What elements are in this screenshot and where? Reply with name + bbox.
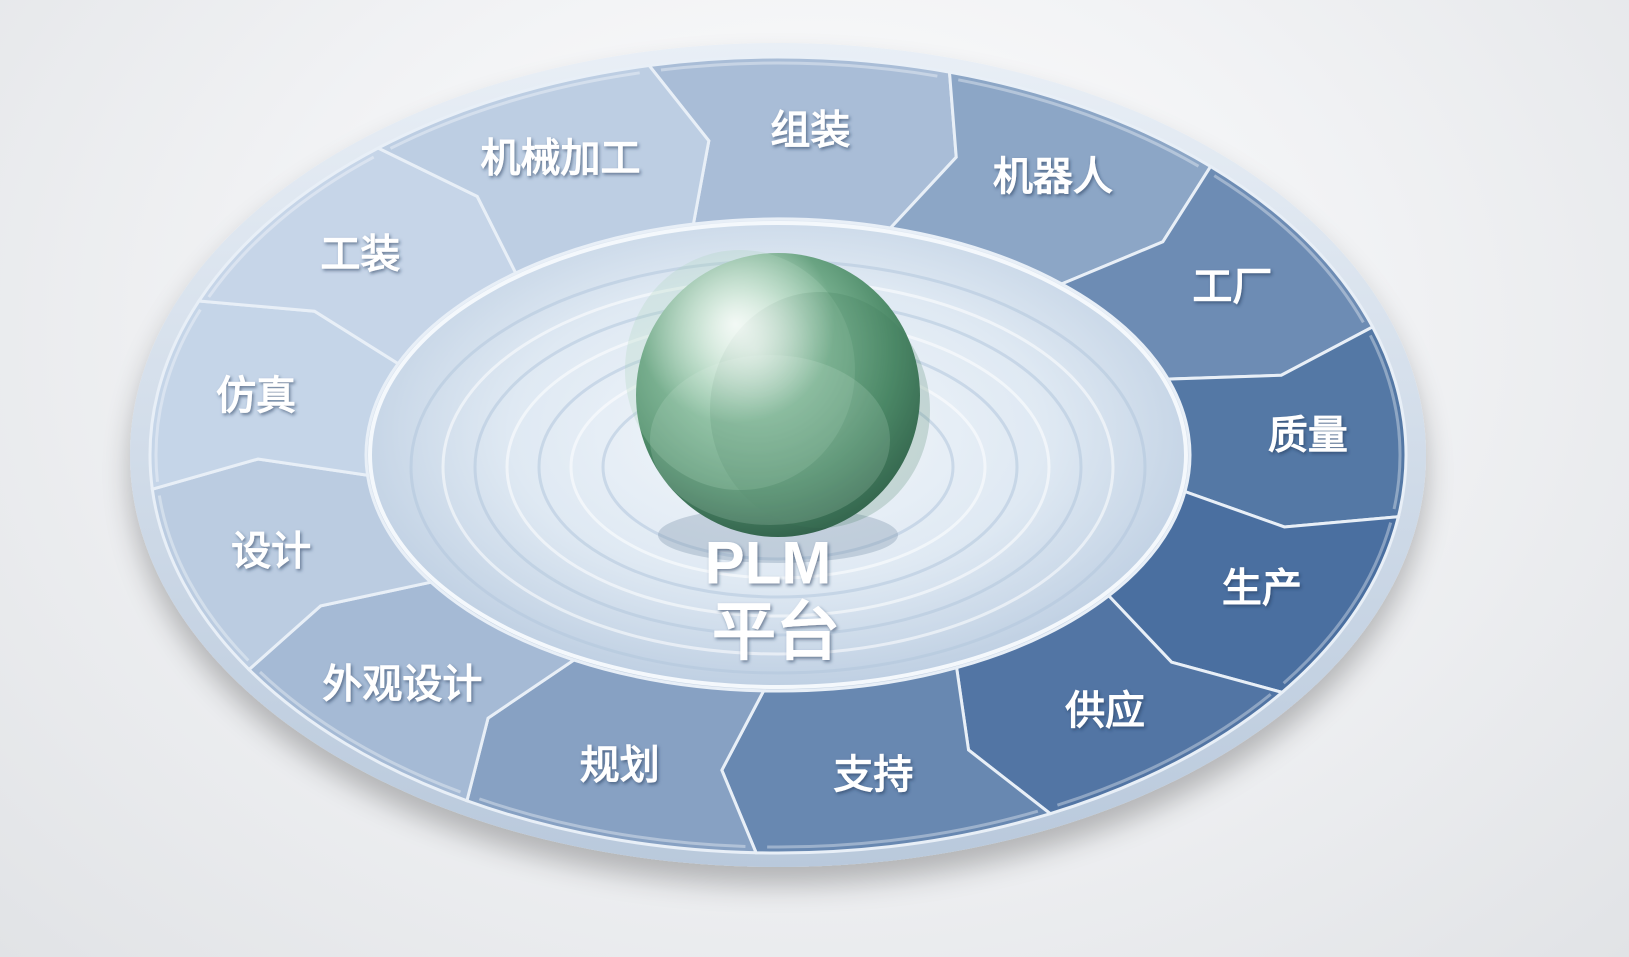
- segment-highlight-2: [957, 78, 1200, 168]
- segment-label-10: 设计: [231, 529, 311, 575]
- segment-highlight-5: [1282, 522, 1393, 685]
- segment-label-13: 机械加工: [480, 135, 640, 181]
- segment-highlight-11: [154, 308, 202, 482]
- segment-label-12: 工装: [320, 231, 400, 277]
- segment-highlight-9: [258, 670, 462, 794]
- hub-title: PLM: [705, 530, 832, 597]
- segment-label-9: 外观设计: [322, 662, 482, 708]
- segment-13: [374, 63, 711, 275]
- segment-ring: [148, 55, 1408, 855]
- segment-highlight-4: [1368, 334, 1402, 510]
- segment-label-4: 质量: [1268, 413, 1348, 459]
- segment-label-5: 生产: [1222, 566, 1302, 612]
- hub-subtitle: 平台: [712, 596, 840, 668]
- segment-highlight-6: [1056, 693, 1272, 807]
- segment-highlight-12: [207, 155, 375, 298]
- segment-highlight-10: [157, 495, 250, 662]
- segment-highlight-13: [389, 71, 640, 150]
- segment-highlight-7: [767, 809, 1039, 849]
- segment-highlight-1: [660, 61, 938, 78]
- segment-label-11: 仿真: [216, 373, 296, 419]
- segment-label-8: 规划: [580, 742, 660, 788]
- segment-label-6: 供应: [1065, 688, 1145, 734]
- segment-highlight-8: [478, 797, 746, 848]
- segment-label-2: 机器人: [993, 154, 1113, 200]
- segment-label-1: 组装: [770, 108, 850, 154]
- sphere-icon: [625, 250, 930, 563]
- segment-highlight-3: [1213, 174, 1365, 324]
- segment-label-7: 支持: [833, 752, 913, 798]
- segment-label-3: 工厂: [1192, 264, 1272, 310]
